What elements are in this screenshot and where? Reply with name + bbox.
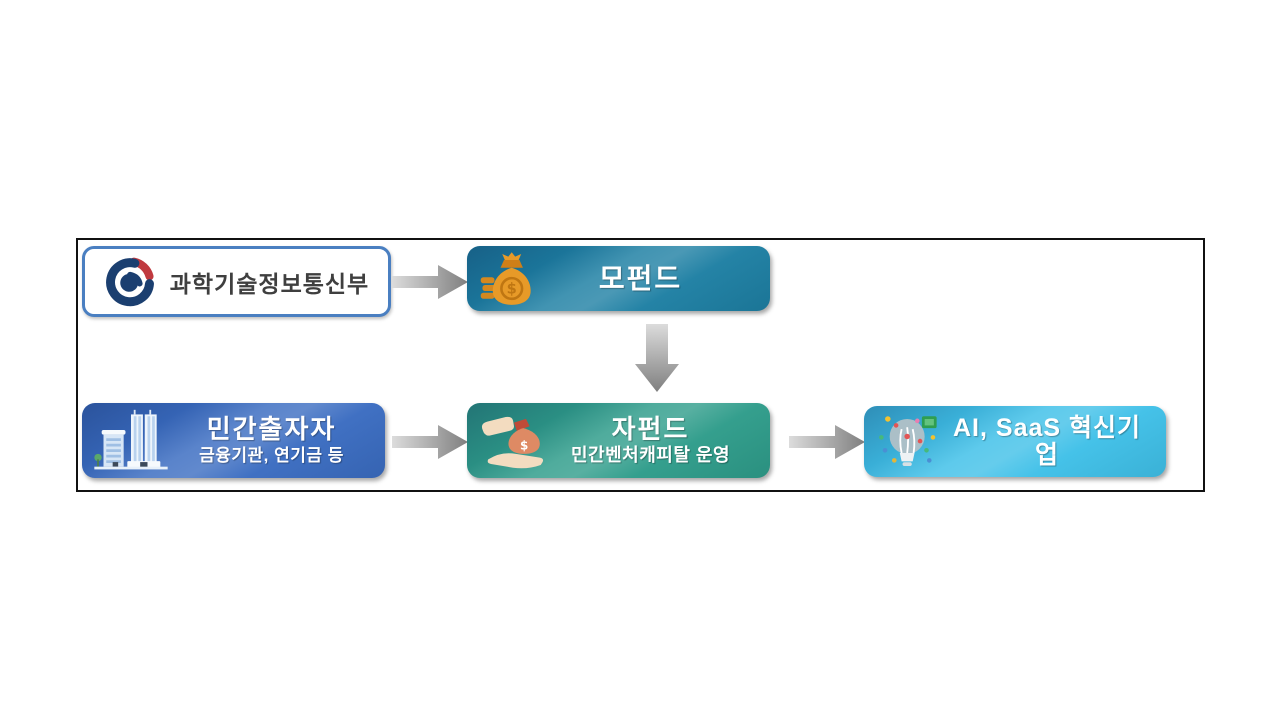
child-fund-label: 자펀드 민간벤처캐피탈 운영: [549, 413, 770, 466]
arrow-right-icon: [392, 424, 468, 460]
node-innovation-companies: AI, SaaS 혁신기업: [864, 406, 1166, 477]
govt-emblem-icon: [104, 256, 156, 308]
node-ministry: 과학기술정보통신부: [82, 246, 391, 317]
hand-giving-money-icon: $: [479, 411, 549, 471]
private-investors-subtitle: 금융기관, 연기금 등: [199, 445, 344, 465]
arrow-down-icon: [634, 324, 680, 392]
mother-fund-label: 모펀드: [598, 262, 683, 294]
private-investors-label: 민간출자자 금융기관, 연기금 등: [172, 416, 385, 464]
node-child-fund: $ 자펀드 민간벤처캐피탈 운영: [467, 403, 770, 478]
money-bag-icon: $: [479, 251, 541, 307]
ministry-label: 과학기술정보통신부: [169, 270, 370, 297]
private-investors-title: 민간출자자: [206, 414, 337, 445]
buildings-icon: [90, 408, 172, 474]
svg-text:$: $: [520, 438, 528, 452]
innovation-companies-label: AI, SaaS 혁신기업: [953, 414, 1141, 469]
arrow-right-icon: [789, 424, 865, 460]
ai-lightbulb-icon: [874, 412, 944, 472]
child-fund-title: 자펀드: [611, 413, 690, 444]
svg-text:$: $: [507, 280, 517, 297]
child-fund-subtitle: 민간벤처캐피탈 운영: [570, 445, 731, 466]
node-private-investors: 민간출자자 금융기관, 연기금 등: [82, 403, 385, 478]
arrow-right-icon: [392, 264, 468, 300]
node-mother-fund: $ 모펀드: [467, 246, 770, 311]
diagram-frame: 과학기술정보통신부: [76, 238, 1205, 492]
